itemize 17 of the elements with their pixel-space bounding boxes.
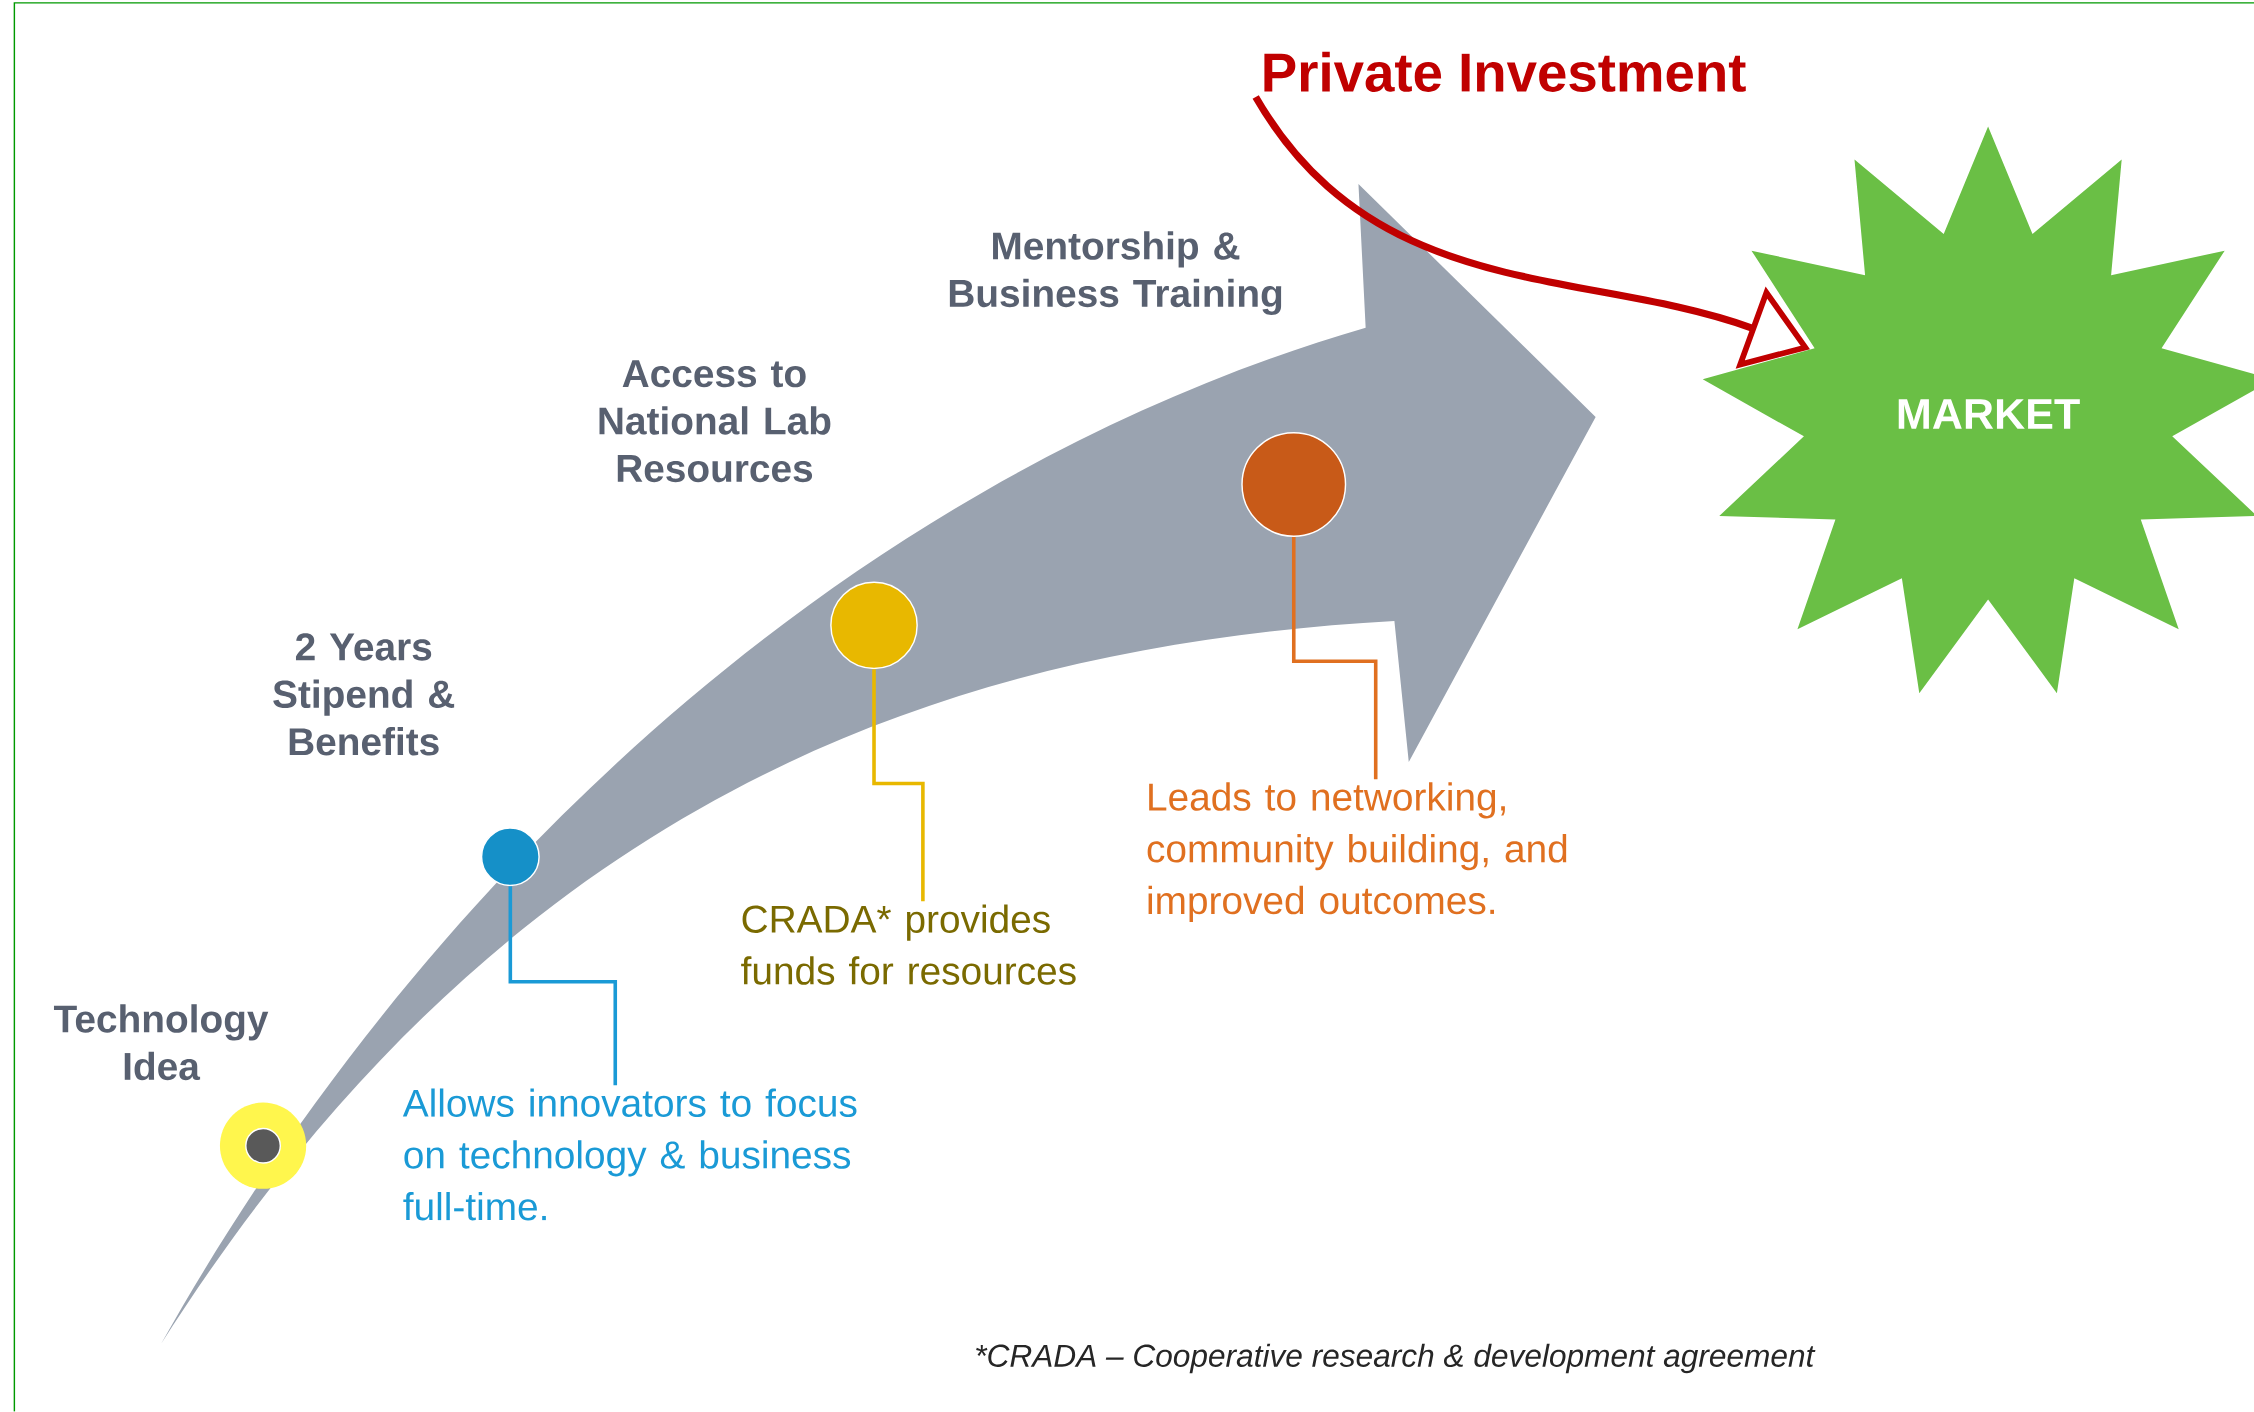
dot-marker: [219, 1102, 307, 1189]
description-text: Allows innovators to focus on technology & business full-time.: [402, 1088, 857, 1221]
dot-marker: [830, 581, 918, 670]
description-text: CRADA* provides funds for resources: [741, 904, 1076, 985]
stage-label: Access to National Lab Resources: [599, 360, 831, 483]
starburst: MARKET: [1702, 126, 2254, 694]
leader-line: [508, 886, 618, 1086]
stage-label: 2 Years Stipend & Benefits: [273, 633, 455, 756]
description-text: Leads to networking, community building, and improved outcomes.: [1147, 782, 1567, 923]
leader-line: [1291, 537, 1378, 780]
stage-label: Technology Idea: [53, 1004, 269, 1081]
footnote: *CRADA – Cooperative research & development agreement: [976, 1343, 1816, 1374]
dot-marker: [1241, 432, 1347, 538]
dot-marker: [480, 827, 540, 887]
stage-label: Mentorship & Business Training: [949, 231, 1282, 316]
leader-line: [872, 669, 925, 902]
heading: Private Investment: [1264, 52, 1746, 93]
